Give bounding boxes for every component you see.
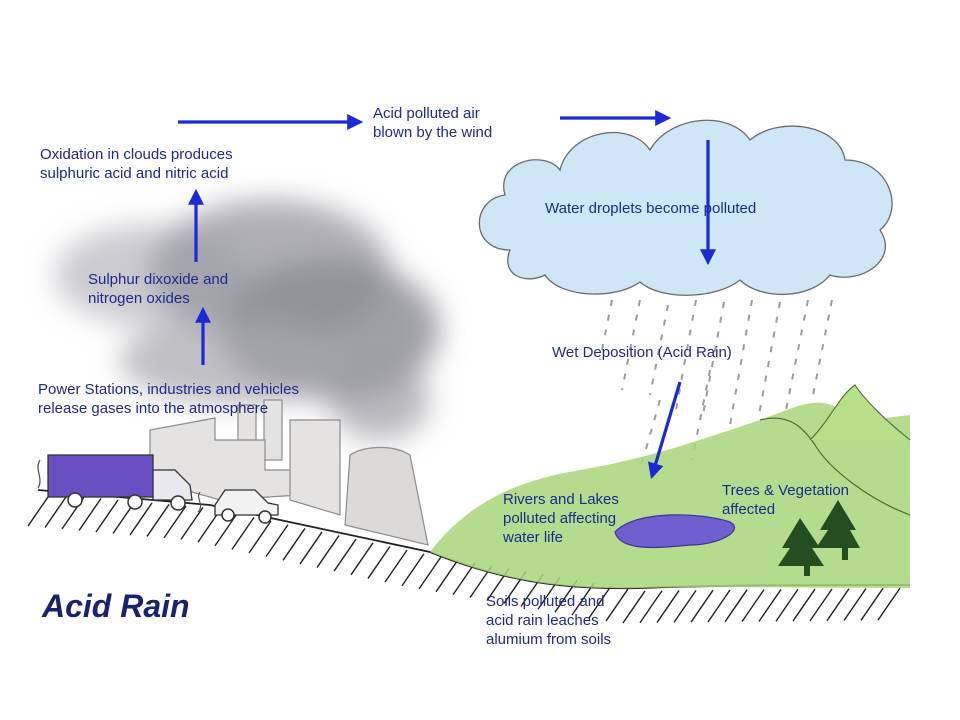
ground [27,489,911,630]
car [197,489,279,524]
lake [614,514,736,549]
label-wet-deposition: Wet Deposition (Acid Rain) [552,344,732,361]
smoke-cloud [55,200,440,440]
pine-trees [778,500,860,576]
label-water-droplets: Water droplets become polluted [545,200,757,217]
process-arrows [178,110,716,480]
rain-cloud [478,119,893,296]
rain-streaks [599,299,833,471]
diagram-title: Acid Rain [42,588,190,624]
arrow-deposition-down [647,381,682,480]
factory [149,399,429,546]
truck [37,454,193,511]
